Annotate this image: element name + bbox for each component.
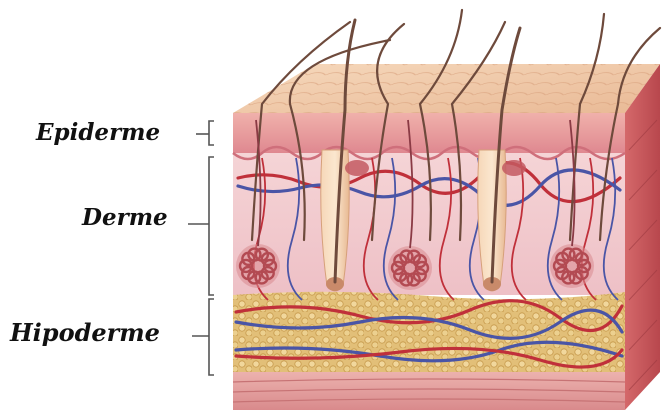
label-epidermis: Epiderme	[36, 121, 160, 144]
epidermis-bracket	[209, 121, 214, 145]
epidermis-layer	[233, 113, 625, 153]
label-hypodermis: Hipoderme	[10, 321, 160, 345]
brackets	[188, 121, 214, 375]
sebaceous-gland	[345, 160, 369, 176]
hypodermis-bracket	[209, 299, 214, 375]
side-face	[625, 64, 660, 410]
label-dermis: Derme	[82, 206, 168, 229]
sebaceous-gland	[502, 160, 526, 176]
dermis-bracket	[209, 157, 214, 295]
